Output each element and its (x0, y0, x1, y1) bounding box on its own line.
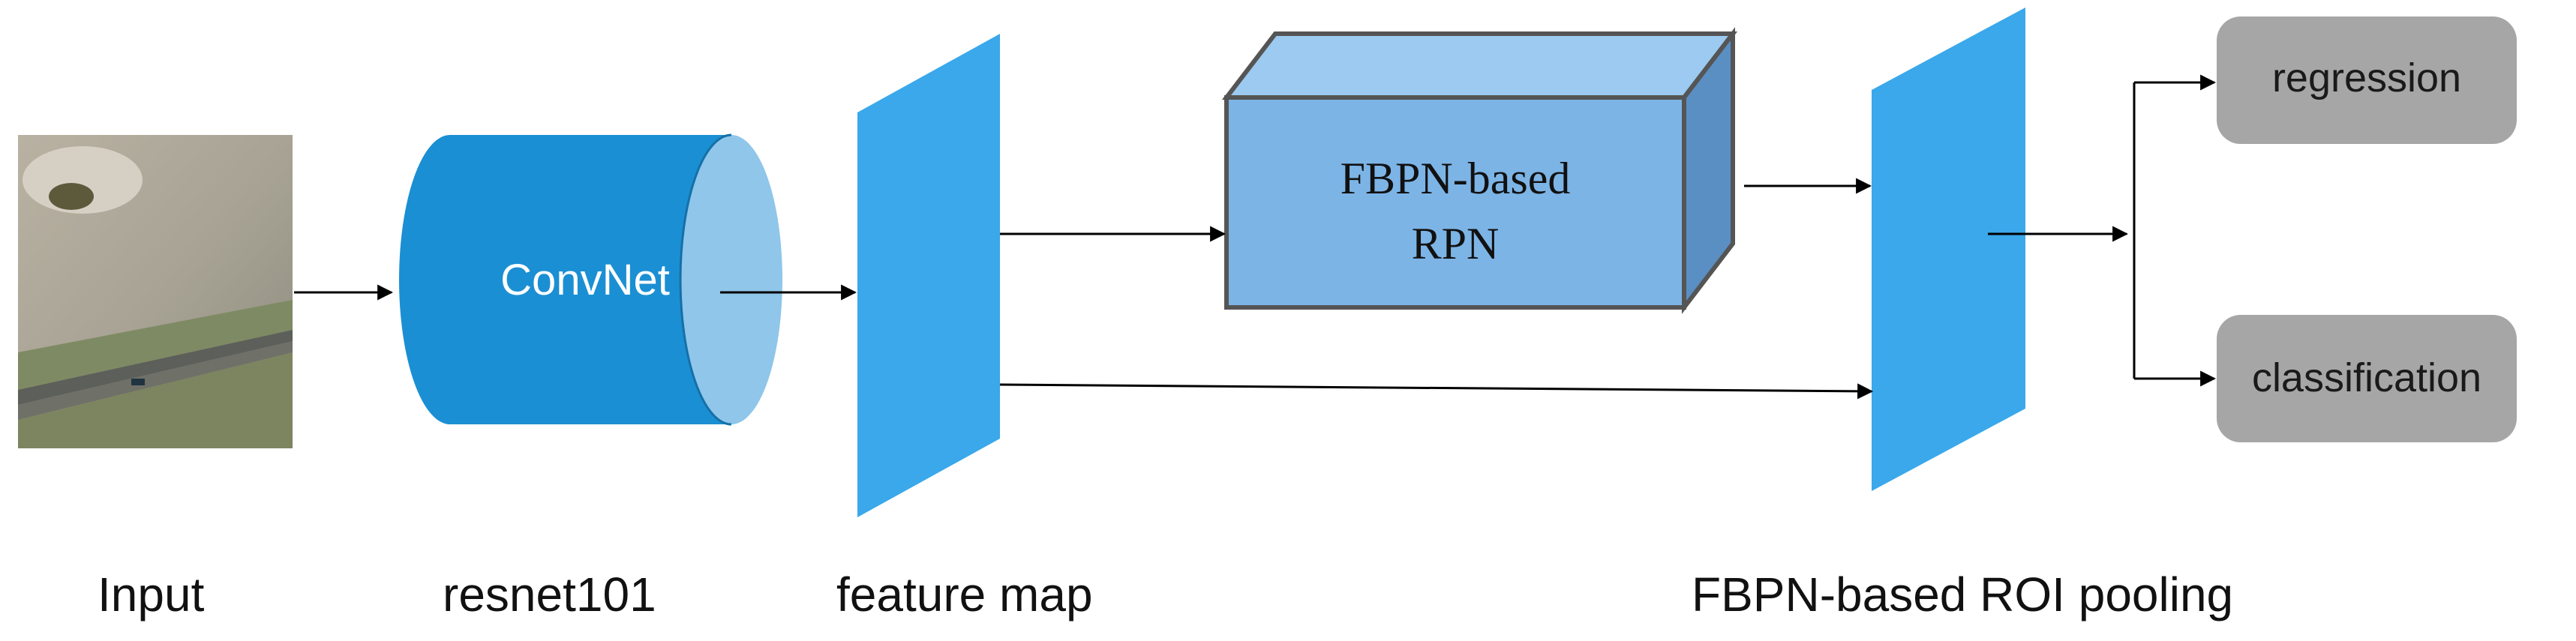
convnet-label: ConvNet (500, 256, 670, 304)
caption-roi-pooling: FBPN-based ROI pooling (1692, 568, 2233, 622)
feature-map-plane (857, 34, 1000, 517)
caption-resnet101: resnet101 (443, 568, 656, 622)
regression-box: regression (2217, 16, 2517, 144)
regression-label: regression (2272, 55, 2461, 100)
convnet-cylinder: ConvNet (399, 133, 782, 426)
classification-label: classification (2252, 355, 2481, 400)
roi-pooling-plane (1872, 7, 2025, 491)
rpn-box: FBPN-based RPN (1221, 27, 1738, 314)
rpn-label-line2: RPN (1412, 219, 1500, 268)
input-image (18, 135, 293, 448)
arrow-feature-map-to-roi (999, 383, 1874, 400)
rpn-label-line1: FBPN-based (1341, 154, 1571, 203)
arrows (294, 74, 2217, 400)
classification-box: classification (2217, 315, 2517, 442)
caption-feature-map: feature map (836, 568, 1093, 622)
caption-input: Input (98, 568, 205, 622)
